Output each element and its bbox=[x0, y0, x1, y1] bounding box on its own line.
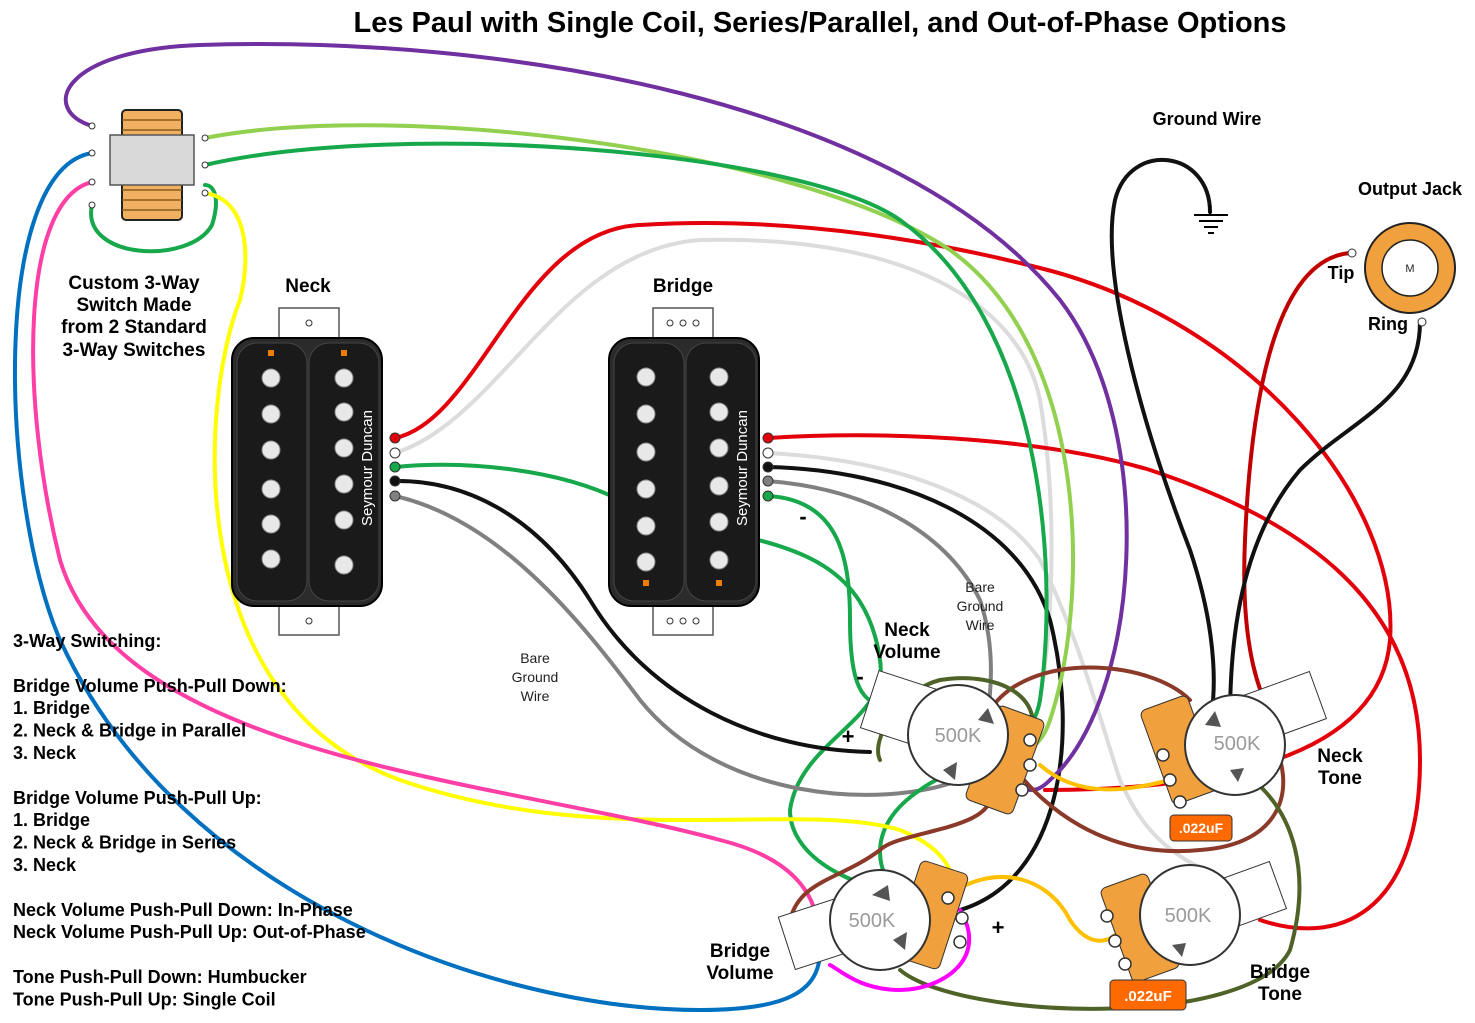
bare-label-r3: Wire bbox=[966, 617, 995, 633]
ground-symbol-icon bbox=[1194, 205, 1228, 234]
jack-mark: M bbox=[1405, 263, 1414, 275]
neck-volume-plus-sign: + bbox=[842, 724, 855, 749]
bridge-volume-value: 500K bbox=[849, 910, 896, 932]
note-line: 3. Neck bbox=[13, 743, 77, 763]
neck-tone-value: 500K bbox=[1214, 733, 1261, 755]
switch-purple-wire bbox=[63, 42, 1129, 792]
switch-caption-line2: Switch Made bbox=[76, 295, 191, 316]
bare-ground-label-right: Bare Ground Wire bbox=[957, 579, 1004, 633]
bridge-tone-label-1: Bridge bbox=[1250, 962, 1310, 983]
wires bbox=[13, 42, 1423, 1013]
bare-ground-label-left: Bare Ground Wire bbox=[512, 650, 559, 704]
bridge-pickup: Seymour Duncan bbox=[608, 307, 774, 636]
neck-tone-capacitor bbox=[1169, 814, 1233, 842]
output-jack[interactable]: M bbox=[1347, 222, 1456, 327]
note-line: 3-Way Switching: bbox=[13, 631, 161, 651]
neck-bare-wire bbox=[393, 494, 962, 797]
ring-black-wire bbox=[1228, 320, 1422, 722]
bridge-green-wire bbox=[766, 494, 882, 707]
ground-wire-label: Ground Wire bbox=[1153, 109, 1262, 129]
bare-label-r1: Bare bbox=[965, 579, 995, 595]
switch-caption-line3: from 2 Standard bbox=[61, 317, 207, 338]
tip-red-wire bbox=[1242, 251, 1352, 732]
note-line: 1. Bridge bbox=[13, 698, 90, 718]
note-line: Tone Push-Pull Down: Humbucker bbox=[13, 967, 307, 987]
bridge-cap-value: .022uF bbox=[1124, 988, 1172, 1005]
tip-label: Tip bbox=[1328, 263, 1355, 283]
bridge-tone-pot[interactable]: 500K .022uF bbox=[1099, 860, 1288, 1011]
neck-volume-minus-sign: - bbox=[856, 664, 863, 689]
bridge-tone-value: 500K bbox=[1165, 905, 1212, 927]
neck-tone-label-2: Tone bbox=[1318, 768, 1362, 789]
output-jack-label: Output Jack bbox=[1358, 179, 1463, 199]
switch-caption-line4: 3-Way Switches bbox=[63, 340, 206, 361]
switch-green-wire bbox=[203, 141, 1049, 897]
switch-pink-wire bbox=[31, 180, 822, 947]
bridge-volume-label-1: Bridge bbox=[710, 941, 770, 962]
note-line: Bridge Volume Push-Pull Down: bbox=[13, 676, 287, 696]
brown-wire-1 bbox=[788, 788, 993, 922]
bare-label-3: Wire bbox=[521, 688, 550, 704]
neck-tone-label-1: Neck bbox=[1317, 746, 1363, 767]
bridge-black-wire bbox=[766, 465, 1065, 912]
bridge-white-wire bbox=[766, 451, 1222, 882]
bare-label-2: Ground bbox=[512, 669, 559, 685]
bridge-minus-sign: - bbox=[799, 504, 806, 529]
three-way-switch[interactable] bbox=[88, 109, 209, 221]
bare-label-r2: Ground bbox=[957, 598, 1004, 614]
bare-label-1: Bare bbox=[520, 650, 550, 666]
bridge-volume-pot[interactable]: 500K bbox=[777, 860, 969, 971]
ring-label: Ring bbox=[1368, 314, 1408, 334]
neck-tone-pot[interactable]: 500K .022uF bbox=[1139, 670, 1328, 842]
neck-red-wire bbox=[393, 221, 1393, 792]
olive-wire-2 bbox=[898, 768, 1302, 1011]
neck-cap-value: .022uF bbox=[1179, 820, 1224, 836]
bridge-tone-capacitor bbox=[1109, 979, 1187, 1011]
note-line: Bridge Volume Push-Pull Up: bbox=[13, 788, 262, 808]
bridge-tone-label-2: Tone bbox=[1258, 984, 1302, 1005]
note-line: 3. Neck bbox=[13, 855, 77, 875]
diagram-title: Les Paul with Single Coil, Series/Parall… bbox=[353, 7, 1286, 39]
switch-light-green-wire bbox=[203, 123, 1075, 747]
neck-volume-pot[interactable]: 500K bbox=[859, 670, 1045, 816]
neck-volume-label-2: Volume bbox=[873, 642, 940, 663]
orange-wire-2 bbox=[946, 875, 1117, 943]
magenta-wire bbox=[828, 908, 972, 993]
note-line: Tone Push-Pull Up: Single Coil bbox=[13, 989, 276, 1009]
neck-black-wire bbox=[393, 478, 872, 754]
neck-pickup: Seymour Duncan bbox=[231, 307, 401, 636]
ground-black-wire bbox=[1109, 157, 1216, 722]
brown-wire-2 bbox=[1018, 733, 1286, 854]
bridge-brand-label: Seymour Duncan bbox=[734, 410, 751, 526]
neck-label: Neck bbox=[285, 276, 331, 297]
neck-volume-label-1: Neck bbox=[884, 620, 930, 641]
bridge-red-wire bbox=[766, 433, 1423, 931]
bridge-volume-plus-sign: + bbox=[992, 915, 1005, 940]
neck-volume-value: 500K bbox=[935, 725, 982, 747]
orange-wire-1 bbox=[1038, 763, 1172, 792]
bridge-label: Bridge bbox=[653, 276, 713, 297]
neck-green-wire bbox=[393, 462, 902, 892]
switch-blue-wire bbox=[13, 151, 822, 1013]
note-line: Neck Volume Push-Pull Up: Out-of-Phase bbox=[13, 922, 366, 942]
bridge-volume-label-2: Volume bbox=[706, 963, 773, 984]
brown-wire-3 bbox=[988, 665, 1192, 712]
switching-notes: 3-Way Switching: Bridge Volume Push-Pull … bbox=[13, 631, 366, 1009]
note-line: 2. Neck & Bridge in Parallel bbox=[13, 721, 246, 741]
note-line: 1. Bridge bbox=[13, 810, 90, 830]
switch-caption-line1: Custom 3-Way bbox=[68, 273, 200, 294]
switch-caption: Custom 3-Way Switch Made from 2 Standard… bbox=[61, 273, 207, 361]
neck-brand-label: Seymour Duncan bbox=[359, 410, 376, 526]
note-line: Neck Volume Push-Pull Down: In-Phase bbox=[13, 900, 353, 920]
note-line: 2. Neck & Bridge in Series bbox=[13, 833, 236, 853]
